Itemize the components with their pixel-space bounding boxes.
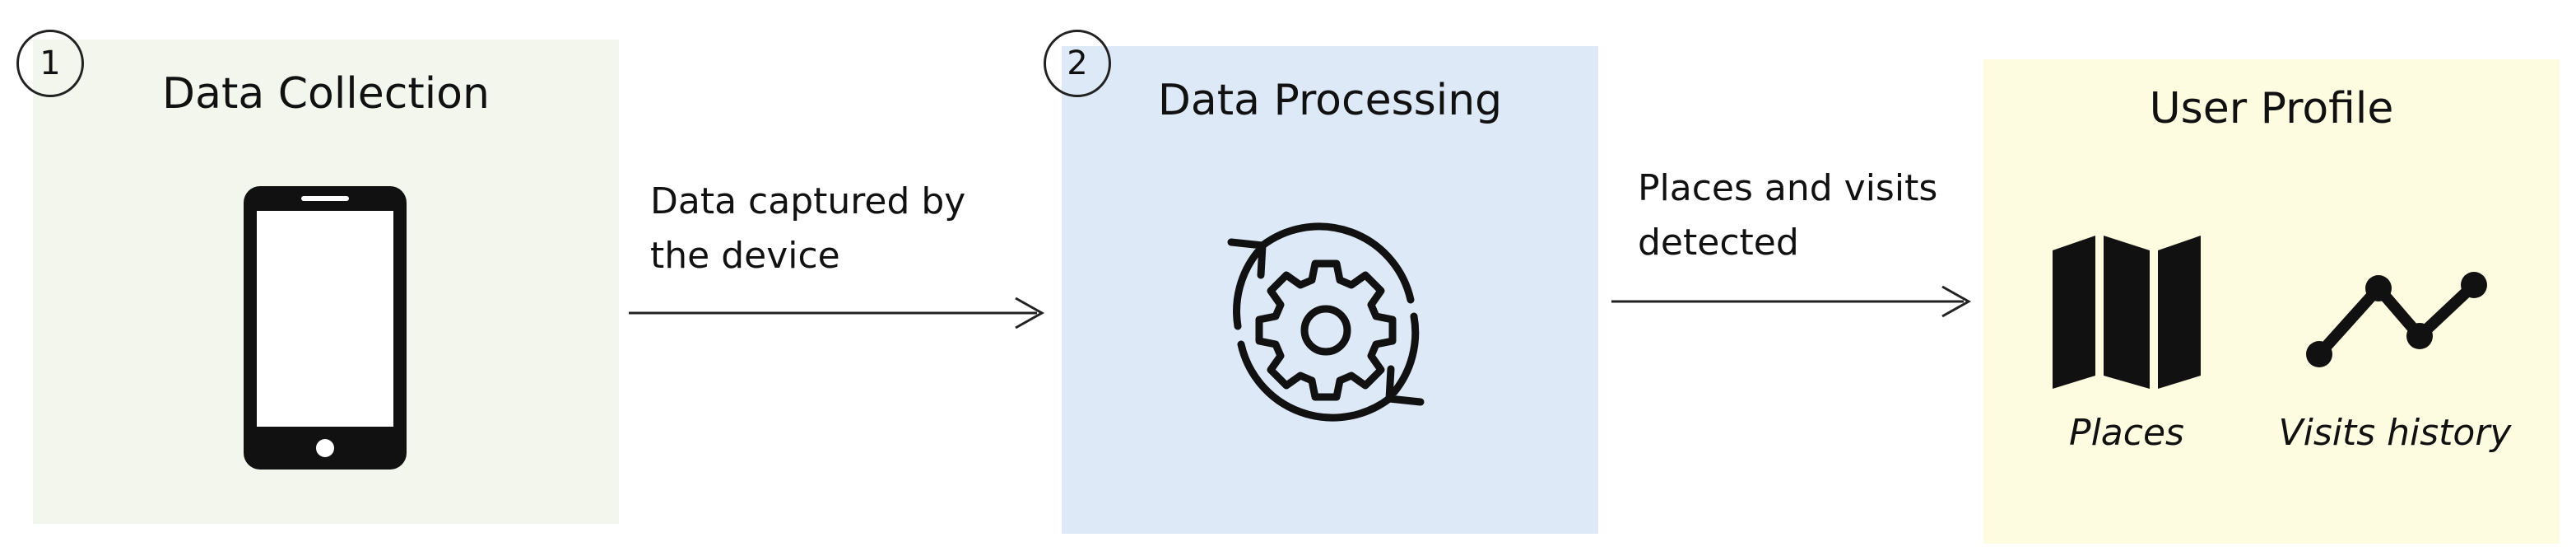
- map-panel-left: [2053, 236, 2095, 389]
- data-processing-title: Data Processing: [1157, 76, 1503, 125]
- visits-history-caption: Visits history: [2278, 412, 2512, 454]
- map-panel-middle: [2104, 236, 2150, 389]
- cycle-arc-left: [1233, 248, 1262, 330]
- gear-hub: [1300, 305, 1351, 356]
- smartphone-screen: [257, 211, 393, 427]
- line-chart-point-3: [2406, 323, 2433, 349]
- map-panel-right: [2158, 236, 2201, 389]
- arrow-1-label: Data captured by the device: [650, 180, 966, 277]
- arrow-1: [629, 297, 1045, 329]
- user-profile-title: User Profile: [2149, 84, 2394, 133]
- gear-outline: [1255, 259, 1397, 401]
- map-icon: [2053, 236, 2201, 389]
- places-caption: Places: [2069, 412, 2184, 454]
- cycle-arrowhead-top: [1227, 238, 1267, 279]
- smartphone-home-button: [316, 439, 334, 457]
- data-collection-title: Data Collection: [162, 69, 490, 119]
- step-1-badge: 1: [16, 30, 84, 97]
- cycle-arc-top: [1258, 222, 1415, 304]
- line-chart-point-4: [2461, 272, 2487, 298]
- line-chart-path: [2313, 279, 2480, 360]
- arrow-2: [1611, 285, 1972, 318]
- smartphone-speaker: [301, 196, 349, 201]
- line-chart-point-2: [2365, 275, 2392, 301]
- cycle-arc-bottom: [1237, 340, 1393, 422]
- gear-cycle-icon: [1227, 222, 1425, 422]
- smartphone-icon: [244, 186, 407, 470]
- line-chart-point-1: [2306, 341, 2332, 367]
- data-processing-panel: Data Processing: [1062, 46, 1598, 534]
- line-chart-icon: [2306, 272, 2487, 367]
- cycle-arc-right: [1390, 312, 1420, 396]
- arrow-2-label: Places and visits detected: [1638, 167, 1938, 264]
- step-2-badge: 2: [1044, 30, 1111, 97]
- cycle-arrowhead-bottom: [1385, 365, 1425, 406]
